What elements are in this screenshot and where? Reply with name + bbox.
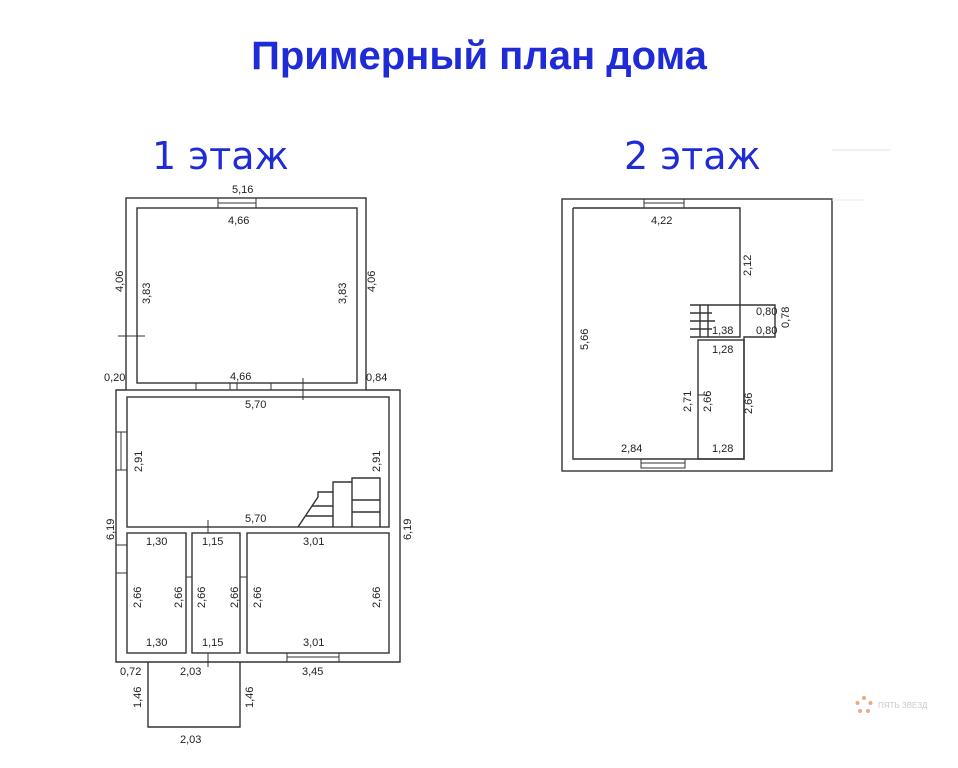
dim-text: 4,06 — [114, 271, 126, 292]
f2-small-room — [697, 339, 745, 460]
dim-text: 0,80 — [756, 306, 777, 318]
dim-text: 2,71 — [682, 391, 694, 412]
f1-room3 — [246, 532, 390, 654]
floor1-plan — [115, 197, 401, 728]
dim-text: 1,15 — [202, 637, 223, 649]
f1-room2 — [191, 532, 241, 654]
dim-text: 3,01 — [303, 637, 324, 649]
f1-porch — [147, 662, 241, 728]
dim-text: 1,46 — [244, 687, 256, 708]
dim-text: 3,01 — [303, 536, 324, 548]
dim-text: 2,66 — [229, 587, 241, 608]
dim-text: 2,66 — [702, 391, 714, 412]
f2-dimensions: 4,22 5,66 2,12 0,80 0,80 0,78 1,38 1,28 … — [579, 215, 792, 455]
page-title: Примерный план дома — [251, 34, 707, 78]
dim-text: 2,91 — [371, 451, 383, 472]
dim-text: 2,66 — [252, 587, 264, 608]
floor2-plan — [561, 198, 833, 472]
dim-text: 2,66 — [173, 587, 185, 608]
watermark-text: ПЯТЬ ЗВЕЗД — [878, 700, 928, 710]
dim-text: 3,83 — [141, 283, 153, 304]
floor2-label: 2 этаж — [624, 134, 761, 178]
dim-text: 1,28 — [712, 443, 733, 455]
f1-window-room1 — [115, 544, 128, 574]
dim-text: 0,72 — [120, 666, 141, 678]
dim-text: 5,70 — [245, 399, 266, 411]
dim-text: 6,19 — [105, 519, 117, 540]
dim-text: 6,19 — [402, 519, 414, 540]
dim-text: 5,16 — [232, 184, 253, 196]
dim-text: 2,66 — [743, 393, 755, 414]
f2-outer — [561, 198, 833, 472]
dim-text: 3,83 — [337, 283, 349, 304]
dim-text: 5,66 — [579, 329, 591, 350]
dim-text: 3,45 — [302, 666, 323, 678]
dim-text: 4,66 — [230, 371, 251, 383]
dim-text: 2,66 — [371, 587, 383, 608]
dim-text: 2,12 — [742, 255, 754, 276]
dim-text: 1,46 — [132, 687, 144, 708]
dim-text: 4,66 — [228, 215, 249, 227]
f1-stairs — [297, 477, 381, 528]
dim-text: 0,78 — [780, 307, 792, 328]
f1-windows — [115, 197, 340, 667]
f2-windows — [640, 198, 707, 469]
dim-text: 4,22 — [651, 215, 672, 227]
floor1-label: 1 этаж — [152, 134, 289, 178]
star-logo-icon — [855, 696, 873, 713]
dim-text: 2,03 — [180, 734, 201, 746]
watermark: ПЯТЬ ЗВЕЗД — [854, 695, 927, 715]
f1-top-room-inner — [136, 207, 358, 384]
f2-stair — [690, 304, 741, 338]
dim-text: 1,15 — [202, 536, 223, 548]
dim-text: 4,06 — [366, 271, 378, 292]
dim-text: 1,28 — [712, 344, 733, 356]
dim-text: 5,70 — [245, 513, 266, 525]
dim-text: 2,84 — [621, 443, 642, 455]
dim-text: 0,20 — [104, 372, 125, 384]
f1-main-outer — [115, 389, 401, 663]
dim-text: 1,38 — [712, 325, 733, 337]
f1-window-mid2 — [236, 382, 272, 391]
dim-text: 2,03 — [180, 666, 201, 678]
f2-inner — [572, 207, 776, 460]
dim-text: 1,30 — [146, 536, 167, 548]
dim-text: 0,80 — [756, 325, 777, 337]
dim-text: 2,91 — [133, 451, 145, 472]
dim-text: 2,66 — [132, 587, 144, 608]
f1-room1 — [126, 532, 187, 654]
f1-hall-inner — [126, 396, 390, 528]
dim-text: 2,66 — [196, 587, 208, 608]
f1-dimensions: 5,16 4,66 4,06 3,83 3,83 4,06 0,20 4,66 … — [104, 184, 414, 746]
f1-window-mid1 — [195, 382, 231, 391]
dim-text: 0,84 — [366, 372, 387, 384]
dim-text: 1,30 — [146, 637, 167, 649]
